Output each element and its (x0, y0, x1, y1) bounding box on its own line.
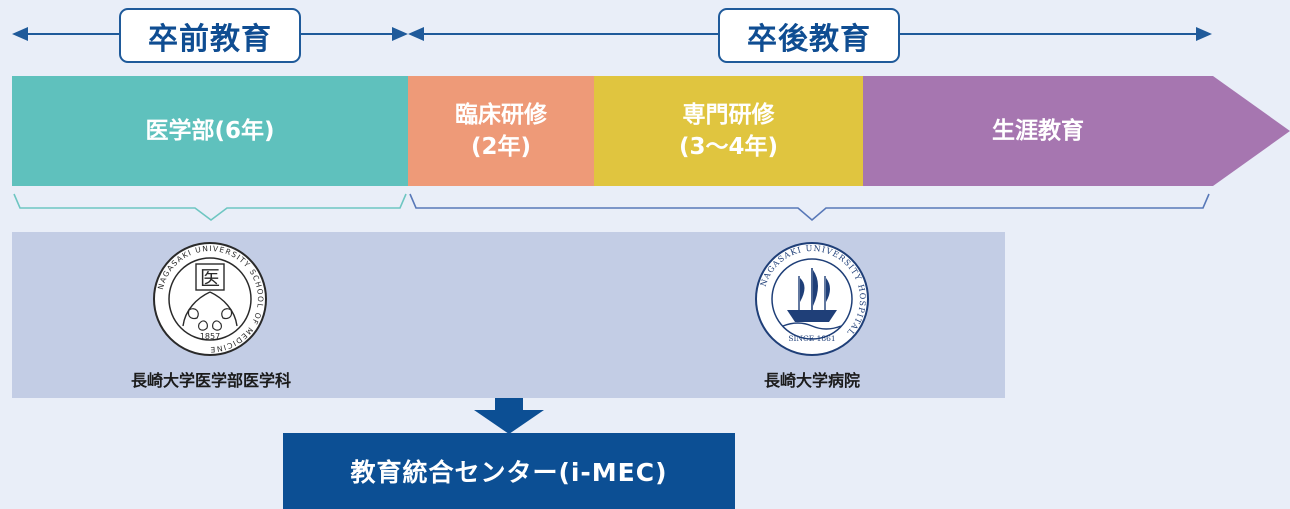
education-center-box: 教育統合センター(i-MEC) (283, 433, 735, 509)
stage-clinical-training: 臨床研修 (2年) (408, 76, 594, 186)
post-arrow-left-head (408, 27, 424, 41)
hospital-seal-icon: NAGASAKI UNIVERSITY HOSPITAL SINCE 1861 (755, 242, 869, 356)
stage-lifelong-label: 生涯教育 (992, 117, 1084, 144)
stage-specialty-label: 専門研修 (682, 101, 775, 128)
school-seal-year: 1857 (200, 332, 220, 341)
stage-specialty-training: 専門研修 (3〜4年) (594, 76, 863, 186)
stage-med-school: 医学部(6年) (12, 76, 408, 186)
post-graduate-label: 卒後教育 (718, 8, 900, 63)
stage-lifelong: 生涯教育 (863, 76, 1213, 186)
school-bracket (13, 193, 407, 221)
down-arrow-icon (474, 398, 544, 434)
school-of-medicine-seal-icon: NAGASAKI UNIVERSITY SCHOOL OF MEDICINE 医… (153, 242, 267, 356)
school-seal-center-glyph: 医 (200, 266, 220, 290)
school-name: 長崎大学医学部医学科 (130, 371, 292, 390)
stage-lifelong-arrow (863, 76, 1290, 186)
stage-clinical-label: 臨床研修 (455, 101, 547, 128)
stage-clinical-duration: (2年) (470, 134, 532, 160)
pre-arrow-right-head (392, 27, 408, 41)
hospital-bracket (409, 193, 1210, 222)
pre-arrow-left-head (12, 27, 28, 41)
hospital-name: 長崎大学病院 (763, 371, 861, 390)
stage-specialty-duration: (3〜4年) (678, 134, 779, 160)
stage-med-school-label: 医学部(6年) (145, 117, 275, 144)
stage-brackets (13, 193, 1210, 222)
hospital-seal-since: SINCE 1861 (788, 334, 835, 343)
post-arrow-right-head (1196, 27, 1212, 41)
pre-graduate-label: 卒前教育 (119, 8, 301, 63)
